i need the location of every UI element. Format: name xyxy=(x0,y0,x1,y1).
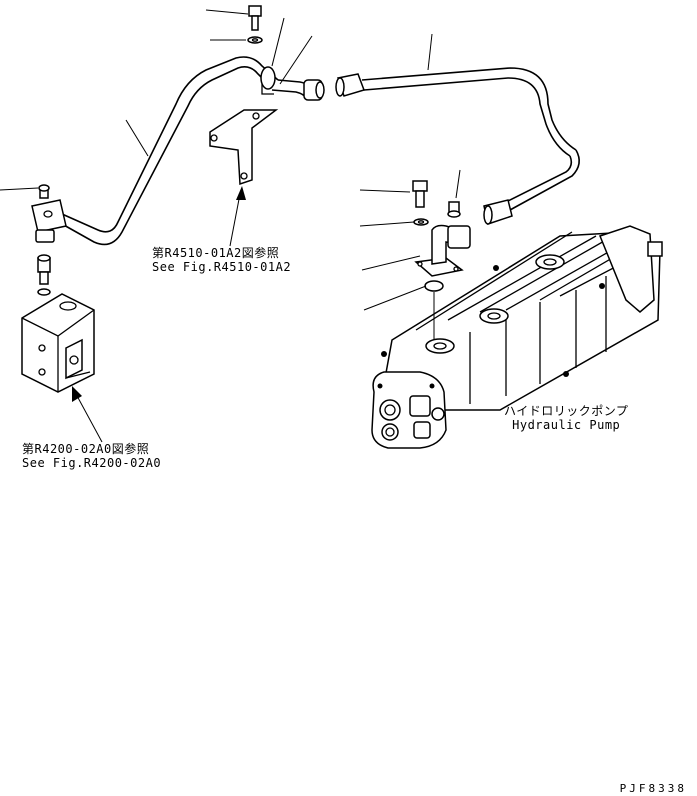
pump-caption-ja: ハイドロリックポンプ xyxy=(504,404,629,418)
reference-note-en: See Fig.R4200-02A0 xyxy=(22,456,162,470)
tube-end-fitting xyxy=(271,79,325,101)
pump-caption: ハイドロリックポンプ Hydraulic Pump xyxy=(504,404,628,432)
left-elbow-fitting xyxy=(31,184,67,243)
reference-note-valve: 第R4200-02A0図参照 See Fig.R4200-02A0 xyxy=(22,442,161,470)
leader-lines xyxy=(0,9,461,340)
reference-note-en: See Fig.R4510-01A2 xyxy=(152,260,292,274)
drawing-code: PJF8338 xyxy=(619,782,687,795)
elbow-flange xyxy=(414,224,471,292)
bracket xyxy=(209,109,279,186)
pump-caption-en: Hydraulic Pump xyxy=(512,418,621,432)
connector-nipple xyxy=(37,254,51,296)
tube-clamp xyxy=(260,66,276,95)
flexible-hose xyxy=(335,67,580,225)
reference-note-ja: 第R4200-02A0図参照 xyxy=(22,442,150,456)
reference-arrows xyxy=(72,186,246,443)
arrow-up-icon xyxy=(72,386,82,402)
hydraulic-pump xyxy=(371,225,663,449)
arrow-up-icon xyxy=(236,186,246,200)
bracket-bolt xyxy=(247,5,263,44)
valve-block xyxy=(21,293,95,393)
rigid-tube xyxy=(61,56,279,246)
reference-note-bracket: 第R4510-01A2図参照 See Fig.R4510-01A2 xyxy=(152,246,291,274)
elbow-bolt xyxy=(412,180,429,226)
reference-note-ja: 第R4510-01A2図参照 xyxy=(152,246,280,260)
plug xyxy=(447,201,461,218)
